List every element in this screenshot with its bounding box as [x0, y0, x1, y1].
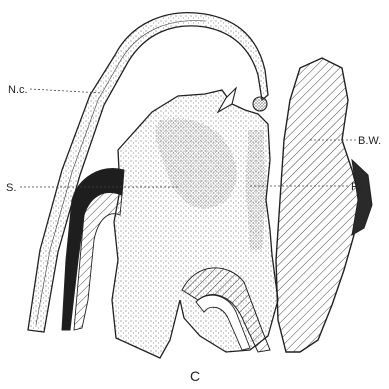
label-r: R. [351, 181, 362, 193]
label-s: S. [6, 182, 16, 194]
label-bw: B.W. [358, 135, 381, 147]
bone-wall-hatched [276, 58, 360, 352]
leader-nc [30, 89, 102, 93]
label-nc: N.c. [8, 84, 28, 96]
mass-right-shading [246, 130, 266, 250]
top-knob [253, 97, 267, 111]
figure-letter: C [190, 368, 200, 384]
